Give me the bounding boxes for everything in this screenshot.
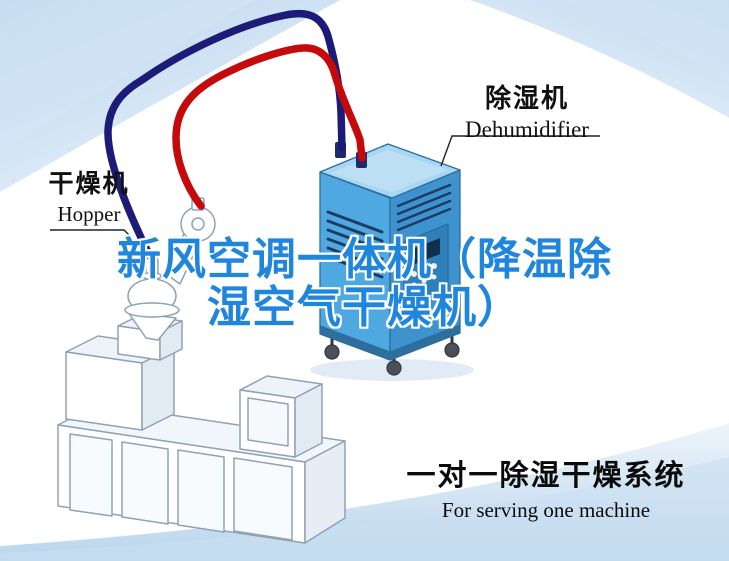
corner-wave-top-left-overlay [0, 0, 255, 152]
bottom-caption: 一对一除湿干燥系统 For serving one machine [396, 452, 696, 523]
machine-door-panels [69, 433, 293, 541]
hopper-label-en: Hopper [57, 202, 121, 226]
label-pointer-lines [50, 135, 600, 259]
hopper-pointer-line [50, 229, 153, 259]
corner-wave-top-right-overlay [560, 0, 729, 82]
dehumidifier-label: 除湿机 Dehumidifier [449, 78, 605, 143]
front-vent-slots [326, 210, 384, 279]
control-panel-display [410, 238, 440, 266]
blue-pipe [104, 10, 346, 260]
indicator-light [416, 296, 424, 304]
page-title-line1: 新风空调一体机（降温除 [117, 235, 612, 284]
control-cabinet [239, 375, 323, 458]
red-pipe [172, 44, 366, 210]
dehumidifier-pointer-line [440, 135, 600, 167]
dehumidifier-top-highlight [330, 150, 448, 192]
hopper-label-cn: 干燥机 [48, 170, 130, 198]
machine-body [57, 403, 346, 544]
dehumidifier-label-en: Dehumidifier [465, 117, 589, 142]
control-panel [403, 223, 449, 313]
side-vent-slots [396, 183, 452, 232]
extruder-machine-illustration [57, 197, 346, 544]
page-title-line2: 湿空气干燥机） [207, 282, 522, 332]
control-panel-buttons [411, 263, 437, 288]
bottom-caption-cn: 一对一除湿干燥系统 [406, 460, 686, 492]
hopper-label: 干燥机 Hopper [30, 164, 148, 227]
bottom-wave-overlay [0, 457, 729, 561]
bottom-caption-en: For serving one machine [441, 498, 651, 522]
page-title: 新风空调一体机（降温除 湿空气干燥机） [0, 236, 729, 331]
dehumidifier-label-cn: 除湿机 [484, 83, 569, 113]
